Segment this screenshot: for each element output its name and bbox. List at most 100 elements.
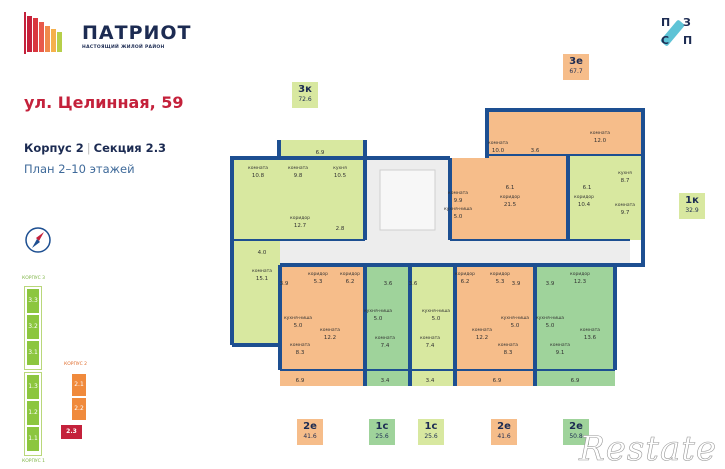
room-area: 10.5: [334, 173, 347, 179]
room-area: 6.9: [296, 378, 305, 384]
room-area: 3.6: [384, 281, 393, 287]
room-label: кухня-ниша: [501, 316, 529, 321]
room-area: 7.4: [381, 343, 390, 349]
room-label: коридор: [455, 272, 475, 277]
room-label: комната: [288, 166, 308, 171]
room-area: 6.1: [506, 185, 515, 191]
room-label: коридор: [290, 216, 310, 221]
room-label: коридор: [340, 272, 360, 277]
room-label: комната: [498, 343, 518, 348]
room-label: коридор: [574, 195, 594, 200]
developer-logo: П З С П: [660, 16, 693, 47]
room-area: 5.0: [511, 323, 520, 329]
balcony: [535, 370, 615, 386]
room-area: 13.6: [584, 335, 597, 341]
current-section: 2.3: [61, 425, 82, 439]
room-label: комната: [488, 141, 508, 146]
room-area: 3.6: [409, 281, 418, 287]
room-label: коридор: [570, 272, 590, 277]
korpus2-label: КОРПУС 2: [64, 362, 88, 367]
room-area: 5.3: [314, 279, 323, 285]
room-area: 3.4: [381, 378, 390, 384]
apartment-2e-green: [535, 265, 615, 370]
room-area: 15.1: [256, 276, 268, 282]
korpus1-label: КОРПУС 1: [22, 459, 46, 464]
balcony: [365, 370, 410, 386]
room-area: 9.9: [454, 198, 463, 204]
apartment-1c-a: [365, 265, 410, 370]
room-label: комната: [248, 166, 268, 171]
balcony-3k: [279, 140, 365, 158]
room-label: кухня-ниша: [364, 309, 392, 314]
room-area: 3.9: [280, 281, 289, 287]
patriot-logo-icon: [24, 12, 62, 54]
room-area: 5.0: [546, 323, 555, 329]
apartment-3e: [487, 155, 568, 240]
korpus3-map: 3.3 3.2 3.1: [24, 286, 42, 370]
apartment-3e-top: [487, 110, 643, 155]
room-area: 3.6: [531, 148, 540, 154]
korpus1-map: 1.3 1.2 1.1: [24, 372, 42, 456]
room-area: 21.5: [504, 202, 517, 208]
floor-range: План 2–10 этажей: [24, 162, 135, 176]
building-section: Корпус 2|Секция 2.3: [24, 141, 167, 155]
room-label: коридор: [490, 272, 510, 277]
room-label: кухня: [618, 171, 632, 176]
room-area: 10.0: [492, 148, 505, 154]
room-area: 5.0: [454, 214, 463, 220]
apartment-1c-b: [410, 265, 455, 370]
room-label: комната: [320, 328, 340, 333]
korpus2-map: 2.1 2.2: [72, 374, 86, 422]
room-label: комната: [375, 336, 395, 341]
apartment-2e-right: [455, 265, 535, 370]
room-area: 5.3: [496, 279, 505, 285]
room-area: 12.0: [594, 138, 607, 144]
room-area: 10.8: [252, 173, 265, 179]
room-area: 8.3: [504, 350, 513, 356]
room-area: 6.2: [461, 279, 470, 285]
room-area: 9.7: [621, 210, 630, 216]
room-label: комната: [550, 343, 570, 348]
room-label: кухня: [333, 166, 347, 171]
room-area: 3.9: [512, 281, 521, 287]
room-label: коридор: [500, 195, 520, 200]
room-label: комната: [420, 336, 440, 341]
brand-name: ПАТРИОТ: [82, 22, 192, 44]
balcony: [455, 370, 535, 386]
korpus3-label: КОРПУС 3: [22, 276, 46, 281]
room-area: 5.0: [374, 316, 383, 322]
room-area: 6.2: [346, 279, 355, 285]
room-label: комната: [590, 131, 610, 136]
brand-tagline: НАСТОЯЩИЙ ЖИЛОЙ РАЙОН: [82, 45, 165, 50]
room-area: 5.0: [432, 316, 441, 322]
apartment-2e-left: [280, 265, 365, 370]
room-label: комната: [448, 191, 468, 196]
room-label: комната: [615, 203, 635, 208]
room-area: 5.0: [294, 323, 303, 329]
room-area: 6.9: [316, 150, 325, 156]
room-area: 6.9: [493, 378, 502, 384]
address-title: ул. Целинная, 59: [24, 93, 184, 112]
room-area: 8.3: [296, 350, 305, 356]
room-area: 12.7: [294, 223, 307, 229]
compass-icon: [25, 227, 51, 253]
room-area: 3.4: [426, 378, 435, 384]
room-area: 9.1: [556, 350, 565, 356]
room-area: 10.4: [578, 202, 591, 208]
room-area: 4.0: [258, 250, 267, 256]
room-label: комната: [290, 343, 310, 348]
staircase: [379, 169, 436, 231]
room-label: кухня-ниша: [444, 207, 472, 212]
walls: [230, 108, 645, 386]
room-area: 7.4: [426, 343, 435, 349]
apartment-3k-upper: [232, 158, 365, 240]
